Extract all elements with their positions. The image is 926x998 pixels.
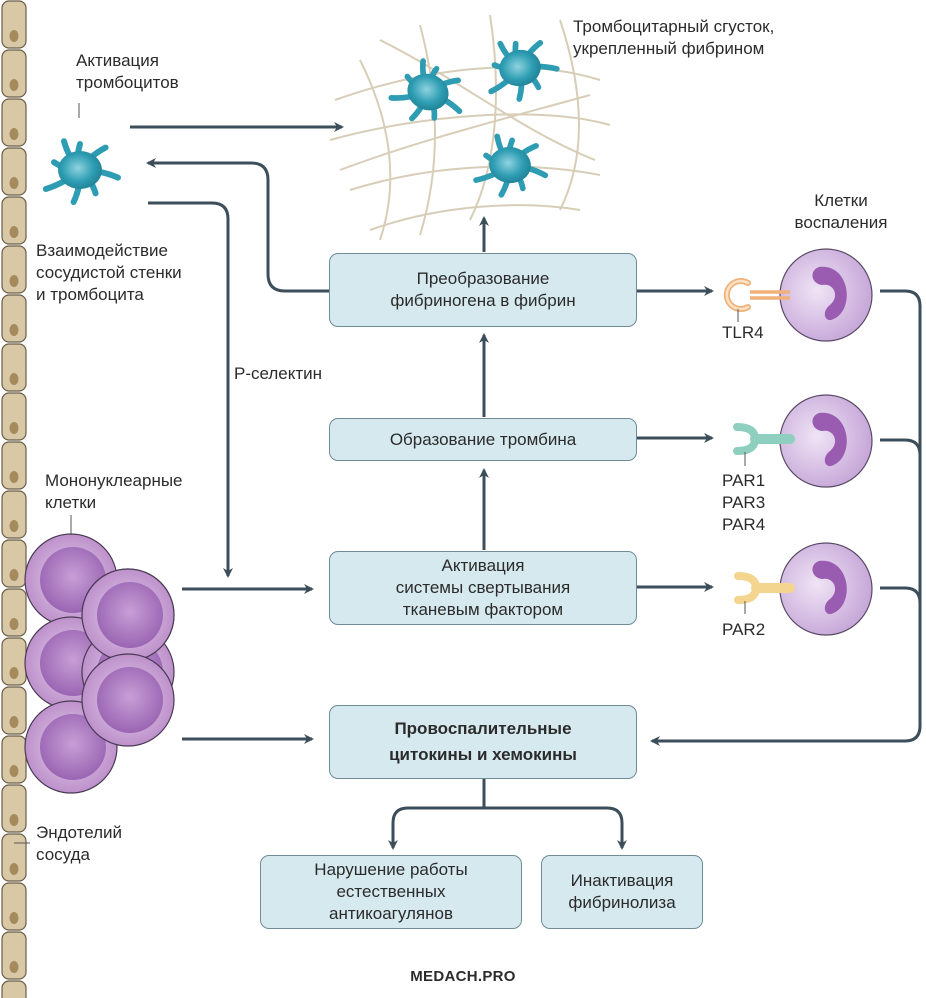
label-par2: PAR2 <box>722 620 766 639</box>
endothelial-cell <box>1 245 27 294</box>
endothelial-cell <box>1 882 27 931</box>
box-tissue-factor-activation: Активация системы свертывания тканевым ф… <box>329 551 637 625</box>
arrow-p-selectin <box>148 201 233 578</box>
box-anticoagulant-dysfunction: Нарушение работы естественных антикоагул… <box>260 855 522 929</box>
endothelial-nucleus <box>9 324 19 336</box>
endothelial-cell <box>1 588 27 637</box>
label-platelet-activation: Активация тромбоцитов <box>76 51 179 92</box>
label-vessel-platelet-interaction: Взаимодействие сосудистой стенки и тромб… <box>36 241 182 304</box>
endothelial-nucleus <box>9 961 19 973</box>
endothelial-cell <box>1 294 27 343</box>
endothelial-cell <box>1 539 27 588</box>
fibrin-mesh <box>329 14 611 241</box>
endothelial-cell <box>1 49 27 98</box>
endothelial-nucleus <box>9 422 19 434</box>
endothelial-nucleus <box>9 814 19 826</box>
endothelial-cell <box>1 392 27 441</box>
endothelial-nucleus <box>9 667 19 679</box>
kidney-nucleus <box>812 412 847 467</box>
endothelial-cell <box>1 98 27 147</box>
label-mononuclear-cells: Мононуклеарные клетки <box>45 471 183 512</box>
mononuclear-nucleus <box>40 714 106 780</box>
endothelial-nucleus <box>9 863 19 875</box>
box-thrombin-formation: Образование тромбина <box>329 418 637 461</box>
label-fibrin-clot: Тромбоцитарный сгусток, укрепленный фибр… <box>573 17 775 58</box>
mononuclear-nucleus <box>97 582 163 648</box>
kidney-nucleus <box>812 560 847 615</box>
endothelial-nucleus <box>9 373 19 385</box>
label-inflammatory-cells: Клетки воспаления <box>794 191 888 232</box>
inflammatory-cell <box>779 248 873 342</box>
box-proinflammatory-cytokines: Провоспалительные цитокины и хемокины <box>329 705 637 779</box>
arrow-fibrin-to-platelet <box>146 158 330 293</box>
endothelial-nucleus <box>9 226 19 238</box>
par1-receptor <box>733 423 795 466</box>
endothelial-nucleus <box>9 275 19 287</box>
endothelial-cell <box>1 980 27 998</box>
platelet-icon <box>488 39 560 102</box>
tlr4-receptor <box>723 278 790 322</box>
kidney-nucleus <box>812 266 847 321</box>
endothelial-nucleus <box>9 618 19 630</box>
par2-receptor <box>734 572 795 614</box>
endothelial-nucleus <box>9 128 19 140</box>
endothelial-cell <box>1 0 27 49</box>
endothelial-cell <box>1 735 27 784</box>
mononuclear-cells-cluster <box>24 533 175 794</box>
endothelial-nucleus <box>9 30 19 42</box>
endothelial-nucleus <box>9 177 19 189</box>
endothelial-nucleus <box>9 520 19 532</box>
label-p-selectin: Р-селектин <box>234 364 323 383</box>
endothelial-nucleus <box>9 765 19 777</box>
inflammatory-cells-group <box>779 248 873 636</box>
box-fibrinogen-to-fibrin: Преобразование фибриногена в фибрин <box>329 253 637 327</box>
platelet-icon <box>42 138 121 205</box>
endothelial-cell <box>1 686 27 735</box>
endothelial-cell <box>1 196 27 245</box>
endothelial-cell <box>1 490 27 539</box>
endothelial-cell <box>1 833 27 882</box>
endothelial-nucleus <box>9 569 19 581</box>
watermark: MEDACH.PRO <box>410 968 516 985</box>
endothelial-cell <box>1 343 27 392</box>
endothelial-nucleus <box>9 471 19 483</box>
endothelial-cell <box>1 147 27 196</box>
platelets-group <box>42 39 560 205</box>
connector-neutrophil-1 <box>650 289 922 746</box>
endothelial-nucleus <box>9 79 19 91</box>
endothelial-cell <box>1 931 27 980</box>
label-tlr4: TLR4 <box>722 323 764 342</box>
endothelial-nucleus <box>9 912 19 924</box>
label-endothelium: Эндотелий сосуда <box>36 823 123 864</box>
mononuclear-nucleus <box>97 667 163 733</box>
platelet-icon <box>473 133 549 198</box>
arrow-to-fibrinolysis <box>484 806 627 850</box>
endothelial-cell <box>1 784 27 833</box>
box-fibrinolysis-inactivation: Инактивация фибринолиза <box>541 855 703 929</box>
endothelial-cell <box>1 441 27 490</box>
arrow-to-anticoagulants <box>388 806 484 850</box>
endothelium-wall <box>1 0 27 998</box>
endothelial-nucleus <box>9 716 19 728</box>
platelet-icon <box>388 58 463 122</box>
label-par1-par3-par4: PAR1 PAR3 PAR4 <box>722 471 766 534</box>
connector-neutrophil-2 <box>880 438 922 456</box>
connector-neutrophil-3 <box>880 586 922 604</box>
